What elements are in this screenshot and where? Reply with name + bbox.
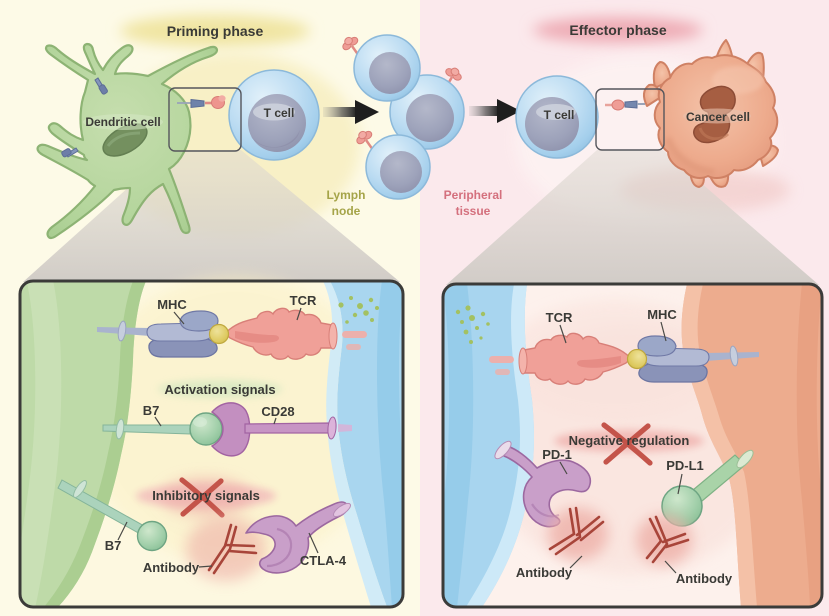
svg-text:CTLA-4: CTLA-4 — [300, 553, 347, 568]
svg-text:Antibody: Antibody — [676, 571, 733, 586]
svg-text:Antibody: Antibody — [516, 565, 573, 580]
svg-text:Inhibitory signals: Inhibitory signals — [152, 488, 260, 503]
svg-text:CD28: CD28 — [261, 404, 294, 419]
svg-text:Negative regulation: Negative regulation — [569, 433, 690, 448]
svg-text:Dendritic cell: Dendritic cell — [85, 115, 160, 129]
svg-text:Peripheral: Peripheral — [444, 188, 503, 202]
svg-text:tissue: tissue — [456, 204, 491, 218]
svg-text:Lymph: Lymph — [327, 188, 366, 202]
svg-text:Priming phase: Priming phase — [167, 23, 264, 39]
svg-text:B7: B7 — [143, 403, 160, 418]
svg-text:PD-1: PD-1 — [542, 447, 572, 462]
svg-text:MHC: MHC — [647, 307, 677, 322]
svg-text:node: node — [332, 204, 361, 218]
svg-text:MHC: MHC — [157, 297, 187, 312]
svg-text:T cell: T cell — [544, 108, 575, 122]
svg-text:PD-L1: PD-L1 — [666, 458, 704, 473]
svg-text:Antibody: Antibody — [143, 560, 200, 575]
svg-text:Effector phase: Effector phase — [569, 22, 666, 38]
svg-text:Cancer cell: Cancer cell — [686, 110, 750, 124]
svg-text:TCR: TCR — [290, 293, 317, 308]
svg-text:B7: B7 — [105, 538, 122, 553]
svg-text:TCR: TCR — [546, 310, 573, 325]
svg-text:T cell: T cell — [264, 106, 295, 120]
svg-text:Activation signals: Activation signals — [164, 382, 275, 397]
